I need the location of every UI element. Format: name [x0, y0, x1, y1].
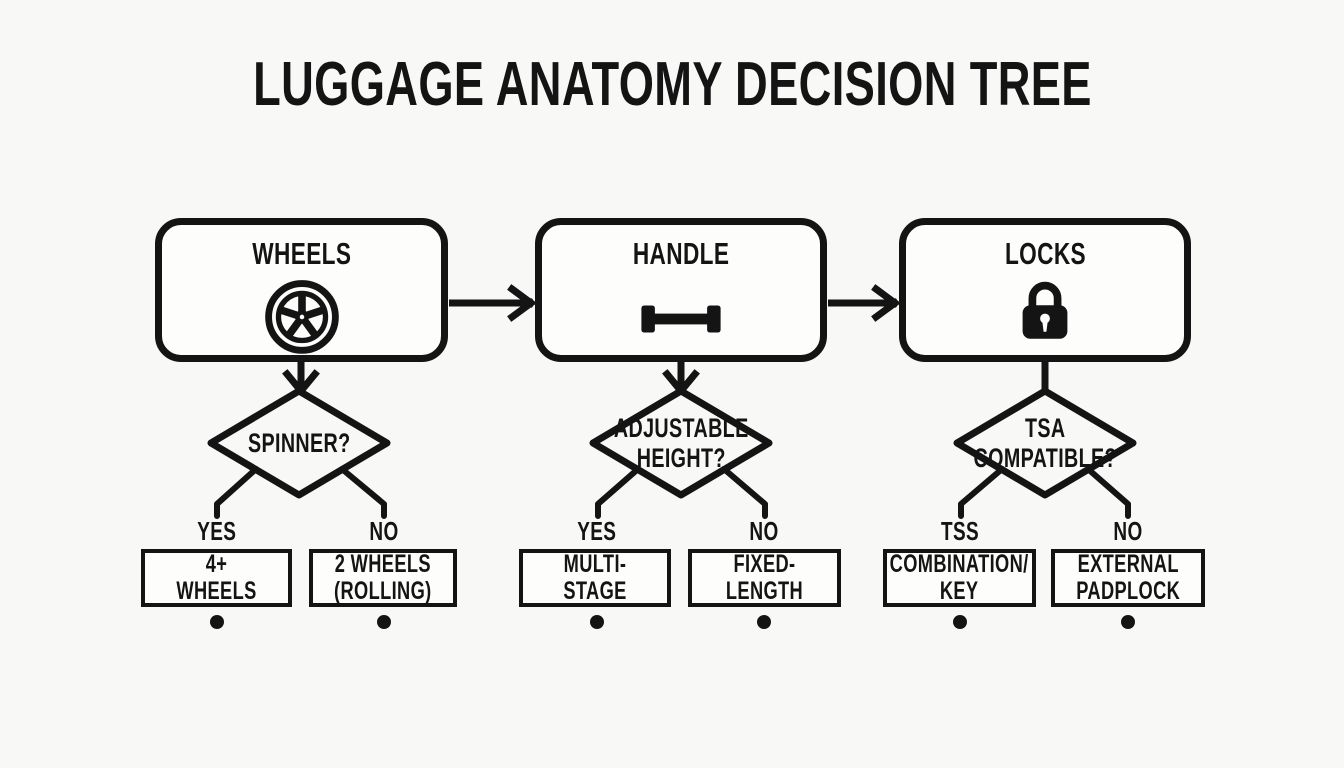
question-adjustable-height-text: ADJUSTABLE HEIGHT?	[613, 412, 749, 473]
question-adjustable-height: ADJUSTABLE HEIGHT?	[601, 401, 761, 485]
question-tsa-compatible: TSA COMPATIBLE?	[965, 401, 1125, 485]
question-spinner: SPINNER?	[219, 401, 379, 485]
dot-fixed-length	[757, 615, 771, 629]
node-wheels-label: WHEELS	[251, 236, 352, 271]
lock-icon	[1022, 281, 1068, 339]
node-handle: HANDLE	[535, 218, 827, 362]
wheel-icon	[264, 280, 339, 354]
dot-external-padlock	[1121, 615, 1135, 629]
node-wheels: WHEELS	[155, 218, 448, 362]
arrow-handle-to-adjustable	[662, 362, 700, 396]
branch-adjustable-yes	[595, 466, 641, 519]
branch-label-tsa-no: NO	[1113, 515, 1143, 546]
branch-tsa-no	[1085, 466, 1131, 519]
page-title-text: LUGGAGE ANATOMY DECISION TREE	[252, 49, 1092, 119]
handle-icon	[641, 305, 721, 333]
dot-multi-stage	[590, 615, 604, 629]
leaf-combination-key: COMBINATION/ KEY	[883, 549, 1036, 607]
leaf-2-wheels-rolling: 2 WHEELS (ROLLING)	[309, 549, 457, 607]
dot-4plus-wheels	[210, 615, 224, 629]
page-title: LUGGAGE ANATOMY DECISION TREE	[0, 50, 1344, 119]
question-tsa-compatible-text: TSA COMPATIBLE?	[973, 412, 1117, 473]
leaf-multi-stage: MULTI-STAGE	[519, 549, 671, 607]
branch-tsa-yes	[958, 466, 1005, 519]
branch-label-spinner-no: NO	[369, 515, 399, 546]
branch-label-spinner-yes: YES	[197, 515, 237, 546]
branch-label-adjustable-yes: YES	[577, 515, 617, 546]
node-locks-label: LOCKS	[1004, 236, 1086, 271]
node-locks: LOCKS	[899, 218, 1191, 362]
leaf-4plus-wheels: 4+ WHEELS	[141, 549, 292, 607]
branch-label-adjustable-no: NO	[749, 515, 779, 546]
branch-spinner-yes	[214, 466, 259, 519]
node-handle-label: HANDLE	[632, 236, 730, 271]
branch-spinner-no	[339, 466, 387, 519]
arrow-wheels-to-spinner	[282, 362, 320, 396]
dot-combination-key	[953, 615, 967, 629]
arrow-handle-to-locks	[828, 284, 900, 322]
leaf-fixed-length: FIXED-LENGTH	[688, 549, 841, 607]
branch-adjustable-no	[721, 466, 768, 519]
dot-2-wheels	[377, 615, 391, 629]
arrow-wheels-to-handle	[449, 284, 536, 322]
leaf-external-padlock: EXTERNAL PADPLOCK	[1051, 549, 1205, 607]
question-spinner-text: SPINNER?	[247, 427, 351, 458]
branch-label-tsa-yes: TSS	[940, 515, 980, 546]
